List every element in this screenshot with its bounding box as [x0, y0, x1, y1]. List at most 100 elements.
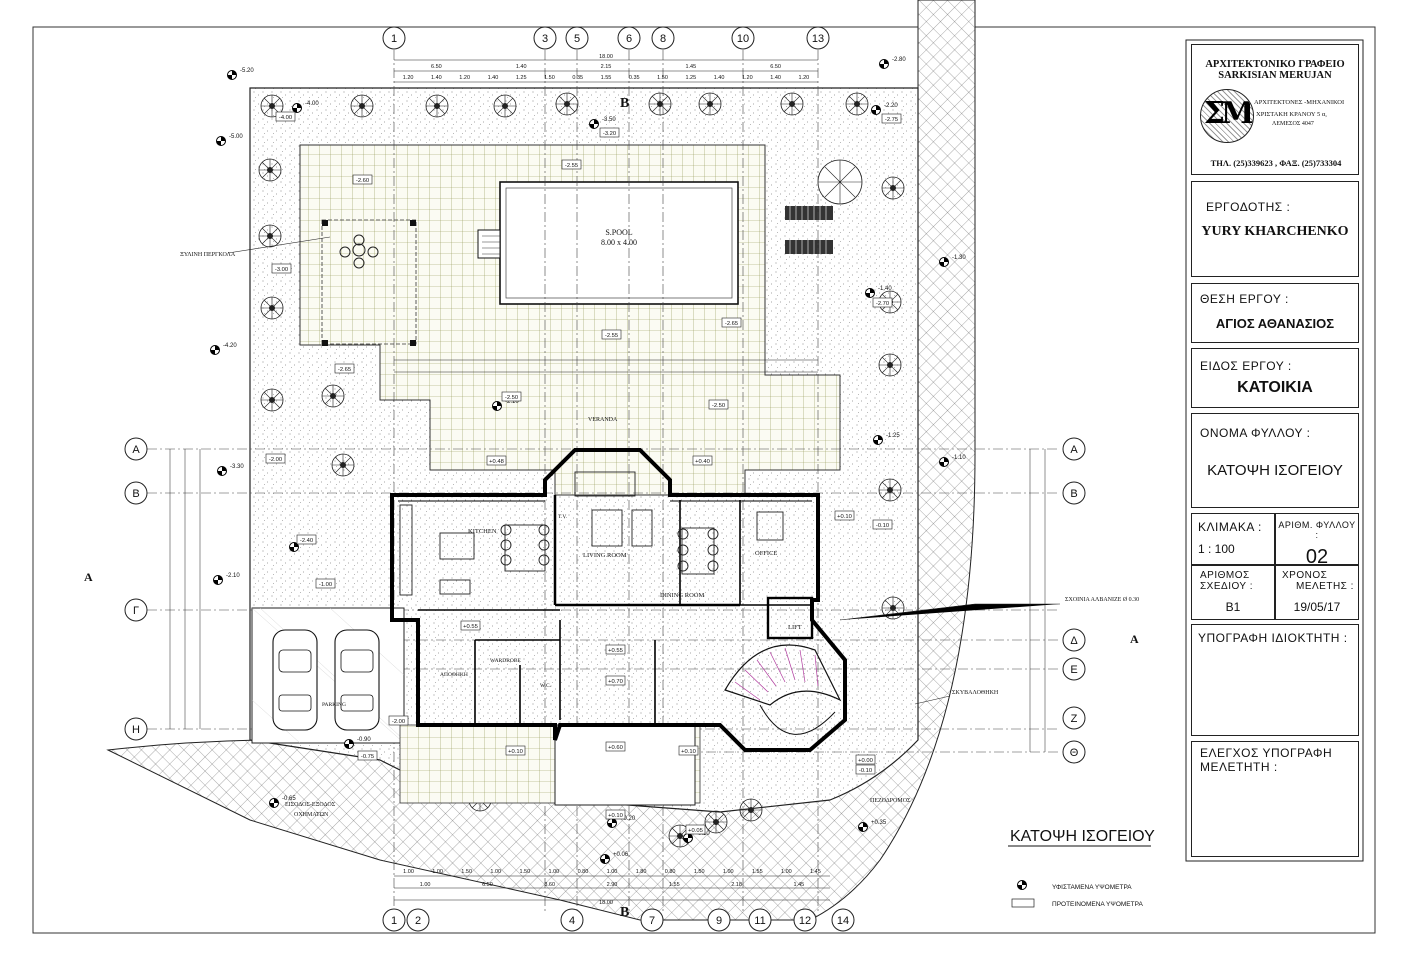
svg-text:-2.75: -2.75 — [885, 117, 898, 123]
legend-existing-icon — [1017, 880, 1027, 890]
grid-bubble-bottom-6: 12 — [793, 908, 817, 932]
elevation-e13: -1.10 — [939, 455, 966, 467]
level-b29: -0.10 — [855, 764, 876, 775]
scale-label: ΚΛΙΜΑΚΑ : — [1198, 520, 1262, 534]
dim-dims_bottom_row2-5: 2.18 — [731, 882, 742, 888]
svg-text:Z: Z — [1071, 713, 1078, 725]
svg-text:1: 1 — [391, 915, 397, 927]
scale-value: 1 : 100 — [1198, 542, 1235, 556]
level-b24: +0.10 — [505, 745, 526, 756]
note-rope: ΣΧΟΙΝΙΑ ΑΛΒΑΝΙΖΕ Ø 0.30 — [1065, 597, 1139, 603]
sheet-name-value: ΚΑΤΟΨΗ ΙΣΟΓΕΙΟΥ — [1207, 462, 1343, 479]
dim-dims_bottom_row1-4: 1.50 — [519, 869, 530, 875]
room-label-veranda: VERANDA — [588, 417, 618, 423]
svg-text:A: A — [1070, 444, 1078, 456]
elevation-e15: -0.65 — [269, 796, 296, 808]
svg-text:+0.10: +0.10 — [681, 749, 696, 755]
dim-dims_bottom_row1-13: 1.00 — [781, 869, 792, 875]
svg-text:+0.48: +0.48 — [489, 459, 504, 465]
room-label-living: LIVING ROOM — [583, 552, 627, 559]
level-b28: +0.00 — [855, 754, 876, 765]
elevation-marker-icon — [217, 466, 227, 476]
client-block: ΕΡΓΟΔΟΤΗΣ : YURY KHARCHENKO — [1191, 181, 1359, 277]
owner-signature-block: ΥΠΟΓΡΑΦΗ ΙΔΙΟΚΤΗΤΗ : — [1191, 624, 1359, 736]
level-b7: -2.70 — [872, 297, 893, 308]
sheet-name-label: ΟΝΟΜΑ ΦΥΛΛΟΥ : — [1200, 426, 1311, 440]
svg-text:-2.65: -2.65 — [338, 367, 351, 373]
svg-text:-2.55: -2.55 — [605, 333, 618, 339]
svg-text:+0.06: +0.06 — [613, 852, 629, 858]
dim-dims_top_row3-11: 1.40 — [714, 75, 725, 81]
dim-dims_top_row3-4: 1.25 — [516, 75, 527, 81]
drawing-number-block: ΑΡΙΘΜΟΣ ΣΧΕΔΙΟΥ : B1 — [1191, 565, 1275, 620]
drawing-number-value: B1 — [1225, 600, 1241, 614]
designer-signature-label-2: ΜΕΛΕΤΗΤΗ : — [1200, 760, 1278, 774]
dim-dims_bottom_row1-1: 1.00 — [432, 869, 443, 875]
grid-bubble-top-3: 6 — [617, 26, 641, 50]
svg-text:+0.20: +0.20 — [620, 816, 636, 822]
grid-bubble-top-1: 3 — [533, 26, 557, 50]
dim-dims_bottom_row2-1: 6.50 — [482, 882, 493, 888]
firm-name-2: SARKISIAN MERUJAN — [1218, 70, 1332, 81]
note-bins: ΣΚΥΒΑΛΟΘΗΚΗ — [952, 690, 999, 696]
elevation-e3: -4.20 — [210, 343, 237, 355]
level-b21: +0.55 — [605, 644, 626, 655]
umbrella-icon — [817, 159, 863, 205]
svg-text:E: E — [1070, 664, 1077, 676]
svg-text:5: 5 — [574, 33, 580, 45]
dim-top-total: 18.00 — [599, 54, 613, 60]
grid-bubble-left-3: Η — [124, 717, 148, 741]
elevation-marker-icon — [589, 119, 599, 129]
sun-loungers — [785, 206, 833, 254]
svg-text:14: 14 — [837, 915, 849, 927]
level-b3: -2.75 — [881, 113, 902, 124]
svg-text:+0.00: +0.00 — [858, 758, 873, 764]
pool-name: S.POOL — [605, 228, 632, 237]
section-mark-a-right: A — [1130, 632, 1139, 646]
owner-signature-label: ΥΠΟΓΡΑΦΗ ΙΔΙΟΚΤΗΤΗ : — [1198, 631, 1348, 645]
svg-text:2: 2 — [415, 915, 421, 927]
dim-dims_top_row3-8: 0.35 — [629, 75, 640, 81]
dim-dims_top_row3-1: 1.40 — [431, 75, 442, 81]
dim-dims_bottom_row1-11: 1.00 — [723, 869, 734, 875]
svg-text:Γ: Γ — [133, 605, 139, 617]
firm-address-2: ΛΕΜΕΣΟΣ 4047 — [1272, 121, 1314, 127]
room-label-kitchen: KITCHEN — [468, 528, 497, 535]
dim-dims_top_row3-3: 1.40 — [488, 75, 499, 81]
svg-text:-0.10: -0.10 — [876, 523, 889, 529]
svg-text:+0.10: +0.10 — [837, 514, 852, 520]
svg-text:-5.20: -5.20 — [240, 68, 254, 74]
level-b4: -2.55 — [561, 159, 582, 170]
firm-address-1: ΧΡΙΣΤΑΚΗ ΚΡΑΝΟΥ 5 α, — [1256, 111, 1327, 118]
elevation-e6: -2.80 — [879, 57, 906, 69]
dim-dims_top_row3-10: 1.25 — [685, 75, 696, 81]
grid-bubble-top-5: 10 — [731, 26, 755, 50]
note-entrance-2: ΟΧΗΜΑΤΩΝ — [294, 812, 329, 818]
level-b5: -2.60 — [352, 174, 373, 185]
dim-dims_bottom_row1-10: 1.50 — [694, 869, 705, 875]
grid-bubble-right-2: Δ — [1062, 628, 1086, 652]
elevation-marker-icon — [939, 257, 949, 267]
project-type-value: ΚΑΤΟΙΚΙΑ — [1237, 379, 1313, 396]
house-walls — [390, 448, 847, 752]
drawing-number-label-2: ΣΧΕΔΙΟΥ : — [1200, 581, 1253, 592]
project-type-block: ΕΙΔΟΣ ΕΡΓΟΥ : ΚΑΤΟΙΚΙΑ — [1191, 348, 1359, 408]
elevation-marker-icon — [492, 401, 502, 411]
level-b13: -2.00 — [265, 453, 286, 464]
pool-size: 8.00 x 4.00 — [601, 238, 637, 247]
svg-text:-1.25: -1.25 — [886, 433, 900, 439]
svg-text:-2.50: -2.50 — [505, 395, 518, 401]
level-b18: +0.10 — [834, 510, 855, 521]
level-b27: +0.05 — [685, 824, 706, 835]
pergola — [321, 219, 417, 346]
elevation-e9: -2.20 — [871, 103, 898, 115]
level-b20: +0.55 — [460, 620, 481, 631]
grid-bubble-bottom-7: 14 — [831, 908, 855, 932]
elevation-marker-icon — [607, 818, 617, 828]
dim-dims_top_row3-6: 0.35 — [572, 75, 583, 81]
dim-dims_bottom_row1-0: 1.00 — [403, 869, 414, 875]
svg-text:6: 6 — [626, 33, 632, 45]
level-b11: -2.50 — [501, 391, 522, 402]
